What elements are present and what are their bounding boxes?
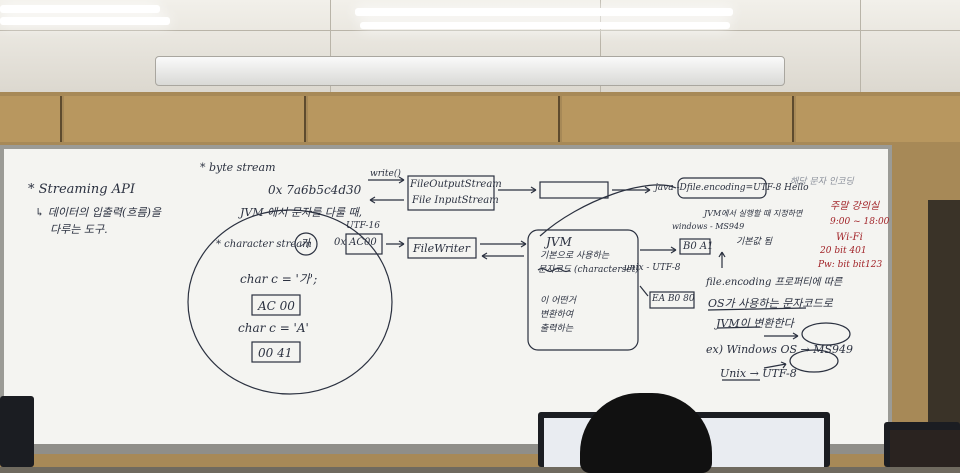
ceiling-tile-seam <box>600 0 601 92</box>
file-encoding-note: file.encoding 프로퍼티에 따른 <box>706 277 843 288</box>
jvm-default-note: JVM이 변환한다 <box>716 317 794 330</box>
file-stream-box <box>407 175 495 211</box>
schedule-time: 9:00 ~ 18:00 <box>830 217 890 227</box>
file-input-stream-label: File InputStream <box>412 195 499 206</box>
projector-screen-housing <box>155 56 785 86</box>
write-arrow <box>368 176 405 184</box>
note-underlines <box>707 307 807 381</box>
to-bytes-arrow <box>498 186 537 194</box>
jvm-box-line4: 변환하여 <box>540 310 574 320</box>
ceiling-light <box>0 17 170 25</box>
hex-ga-value: 0x AC00 <box>334 237 377 248</box>
c1-bytes: AC 00 <box>258 299 295 313</box>
wall-panel <box>0 96 62 142</box>
ceiling-tile-seam <box>860 0 861 92</box>
unix-os-note: Unix → UTF-8 <box>720 367 797 380</box>
file-writer-label: FileWriter <box>413 242 470 255</box>
streaming-desc-line2: 다루는 도구. <box>50 223 108 236</box>
up-arrow <box>718 251 726 268</box>
jvm-box-line1: 기본으로 사용하는 <box>540 251 610 261</box>
ceiling-light <box>355 8 733 16</box>
jvm-box-line5: 출력하는 <box>540 324 574 334</box>
to-writer-arrow <box>386 240 405 248</box>
hex-address: 0x 7a6b5c4d30 <box>268 183 362 197</box>
ceiling-light <box>0 5 160 13</box>
ceiling-tile-seam <box>330 0 331 92</box>
jvm-box-title: JVM <box>546 235 572 249</box>
file-writer-box <box>407 237 477 259</box>
right-monitor <box>884 422 960 467</box>
c1-bytes-box <box>251 294 301 316</box>
ceiling-tile-seam <box>0 30 960 31</box>
jvm-circle <box>187 209 393 395</box>
wall-panel <box>308 96 560 142</box>
streaming-api-heading: * Streaming API <box>28 182 136 197</box>
write-method-label: write() <box>370 169 401 179</box>
windows-label: windows - MS949 <box>672 222 745 231</box>
char-c2-code: char c = 'A' <box>238 321 309 335</box>
from-jvm-arrow <box>481 252 524 260</box>
person-head <box>580 393 712 473</box>
to-utf8-arrow <box>639 285 649 297</box>
java-command: java -Dfile.encoding=UTF-8 Hello <box>655 183 809 193</box>
char-c1-code: char c = '가'; <box>240 272 318 286</box>
wall-panel <box>562 96 794 142</box>
c2-bytes: 00 41 <box>258 346 293 360</box>
utf16-label: UTF-16 <box>346 221 380 231</box>
whiteboard <box>0 145 892 448</box>
to-java-arrow <box>612 186 651 194</box>
jvm-run-note: JVM에서 실행할 때 지정하면 <box>704 209 803 218</box>
schedule-title: 주말 강의실 <box>830 201 880 212</box>
ga-circle <box>294 232 318 256</box>
wifi-label: Wi-Fi <box>836 232 863 243</box>
ceiling <box>0 0 960 92</box>
unix-label: unix - UTF-8 <box>624 263 681 273</box>
to-ms949-arrow <box>640 246 677 254</box>
default-note: 기본값 됨 <box>736 237 772 247</box>
to-jvm-arrow <box>480 240 527 248</box>
utf8-ellipse <box>789 349 839 373</box>
c2-bytes-box <box>251 341 301 363</box>
ms949-arrow <box>764 332 799 340</box>
left-monitor <box>0 396 34 467</box>
jvm-note: JVM 에서 문자를 다룰 때, <box>240 206 363 219</box>
jvm-box-line2: 문자코드 (characterset) <box>538 265 639 275</box>
whiteboard-tray <box>0 444 895 454</box>
wifi-room2: Pw: bit bit123 <box>818 260 883 270</box>
jvm-box-line3: 이 어떤거 <box>540 296 576 306</box>
ms949-bytes: B0 A1 <box>683 241 714 252</box>
door <box>928 200 960 440</box>
read-arrow <box>369 196 404 204</box>
utf8-bytes-box <box>649 291 695 309</box>
underline-squiggle <box>537 267 571 273</box>
utf8-arrow <box>763 361 787 369</box>
windows-os-note: ex) Windows OS → MS949 <box>706 343 853 356</box>
wall-panel <box>796 96 960 142</box>
right-monitor-screen <box>890 430 960 467</box>
byte-stream-label: * byte stream <box>200 161 276 174</box>
wifi-room1: 20 bit 401 <box>820 246 867 256</box>
curve-arrow <box>539 184 677 237</box>
hello-note: 해당 문자 인코딩 <box>790 177 854 187</box>
utf8-bytes: EA B0 80 <box>652 294 695 304</box>
jvm-box <box>527 229 639 351</box>
os-note: OS가 사용하는 문자코드로 <box>708 297 833 310</box>
java-cmd-box <box>677 177 767 199</box>
ms949-ellipse <box>801 322 851 346</box>
character-stream-label: * character stream <box>216 239 312 250</box>
ga-bytes-box <box>345 233 383 255</box>
streaming-desc-line1: ↳ 데이터의 입출력(흐름)을 <box>35 206 161 219</box>
ceiling-light <box>360 22 730 29</box>
wall-panel <box>64 96 306 142</box>
ga-character: 가 <box>300 237 311 250</box>
ms949-bytes-box <box>679 238 711 255</box>
file-output-stream-label: FileOutputStream <box>410 179 502 190</box>
byte-bytes-box <box>539 181 609 199</box>
